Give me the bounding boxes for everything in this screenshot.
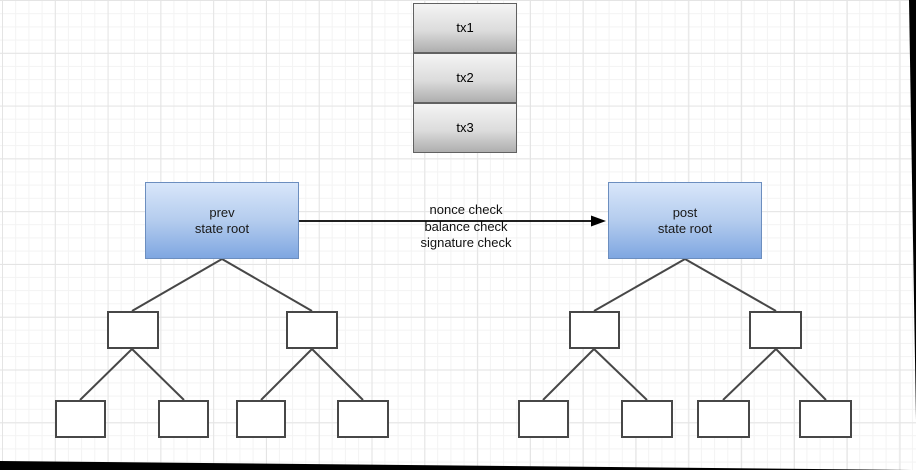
right-tree-branch-node-2	[749, 311, 802, 349]
left-tree-branch-node-2	[286, 311, 338, 349]
state-transition-arrow	[299, 215, 606, 227]
tx3-box: tx3	[413, 103, 517, 153]
right-merkle-tree-edges	[542, 258, 827, 401]
left-tree-leaf-node-3	[236, 400, 286, 438]
arrowhead-icon	[591, 215, 606, 227]
left-tree-leaf-node-4	[337, 400, 389, 438]
transition-checks-label: nonce check balance check signature chec…	[420, 202, 512, 250]
left-merkle-tree-edges	[79, 258, 364, 401]
left-tree-leaf-node-2	[158, 400, 209, 438]
right-tree-leaf-node-3	[697, 400, 750, 438]
left-tree-leaf-node-1	[55, 400, 106, 438]
left-tree-branch-node-1	[107, 311, 159, 349]
right-tree-leaf-node-2	[621, 400, 673, 438]
post-state-root-box: post state root	[608, 182, 762, 259]
prev-state-root-box: prev state root	[145, 182, 299, 259]
right-tree-branch-node-1	[569, 311, 620, 349]
tx2-box: tx2	[413, 53, 517, 103]
tx1-box: tx1	[413, 3, 517, 53]
right-tree-leaf-node-4	[799, 400, 852, 438]
right-tree-leaf-node-1	[518, 400, 569, 438]
